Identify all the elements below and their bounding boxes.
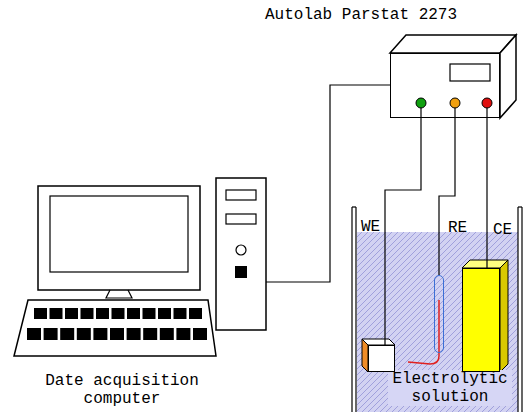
keyboard-keys [27,308,207,340]
beaker-rim [352,206,356,207]
wire [385,118,421,345]
ce-side [500,260,508,372]
drive-slot [226,190,256,200]
tower-light [235,266,247,278]
node-label: WE [361,218,380,236]
working-electrode: WE [368,345,395,372]
beaker-wall [351,207,352,412]
monitor-screen [50,196,188,272]
potentiostat-box: Autolab Parstat 2273 [390,53,500,118]
power-button [236,245,246,255]
computer-tower [216,178,266,330]
computer: Date acquisition computer [12,178,266,360]
node-label: RE [448,219,467,237]
node-label: Autolab Parstat 2273 [265,6,457,24]
terminal-orange [450,98,460,108]
wire [266,85,390,282]
monitor [38,186,200,290]
beaker-wall [517,207,518,412]
potentiostat-side [500,35,516,118]
terminal-green [416,98,426,108]
reference-electrode: RE [434,275,444,353]
solution [357,232,518,412]
potentiostat-display [450,64,490,81]
node-label: CE [493,221,512,239]
beaker-rim [518,206,522,207]
terminal-red [482,98,492,108]
drive-slot [226,214,256,224]
keyboard [14,300,216,356]
beaker-wall [355,207,356,412]
beaker-wall [521,207,522,412]
node-label: Date acquisition computer [32,372,212,408]
node-label: Electrolytic solution [388,370,512,406]
wire [439,118,455,275]
potentiostat-top [390,35,516,53]
ce-top [462,260,508,268]
wire [486,118,487,268]
counter-electrode: CE [462,268,500,372]
electrolytic-cell: Electrolytic solutionWERECE [352,207,522,412]
monitor-stand [106,290,132,298]
